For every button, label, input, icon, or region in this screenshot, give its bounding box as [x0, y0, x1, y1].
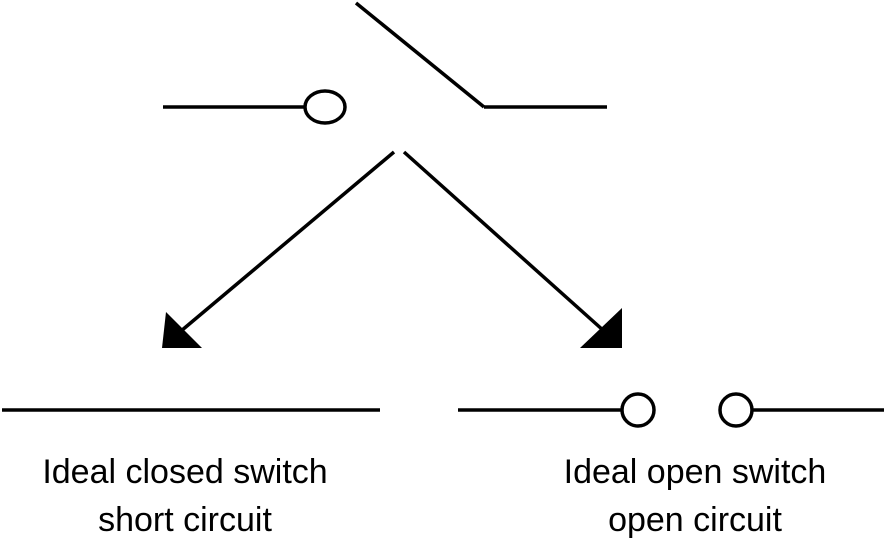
arrowhead-right	[580, 308, 622, 348]
arrowhead-left	[162, 312, 202, 348]
switch-contact-terminal	[303, 89, 347, 125]
arrow-to-open	[402, 150, 622, 348]
arrow-shaft-left	[179, 150, 396, 333]
open-switch-subtitle: open circuit	[608, 501, 782, 539]
open-switch-symbol	[458, 392, 884, 428]
arrow-to-closed	[162, 150, 396, 348]
arrow-shaft-right	[402, 150, 606, 333]
open-switch-title: Ideal open switch	[563, 453, 827, 491]
switch-symbol	[163, 1, 607, 125]
closed-switch-title: Ideal closed switch	[42, 453, 328, 491]
open-switch-left-terminal	[620, 392, 656, 428]
open-switch-right-terminal	[718, 392, 754, 428]
switch-blade	[354, 1, 486, 109]
closed-switch-subtitle: short circuit	[98, 501, 272, 539]
